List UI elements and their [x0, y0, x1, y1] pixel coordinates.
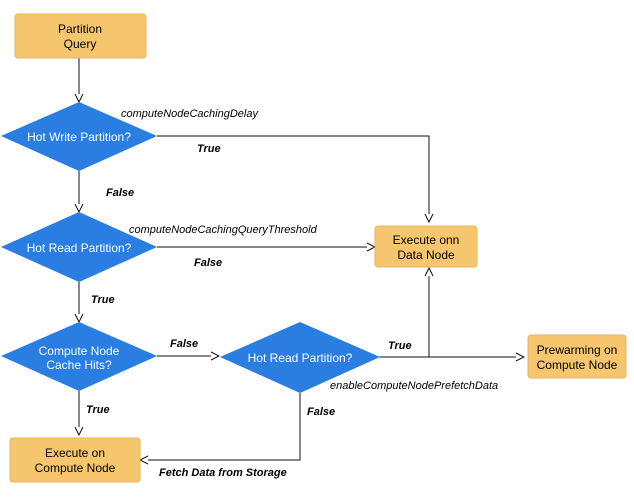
partition-query-box: Partition Query — [14, 13, 147, 59]
hot-read-label-1: Hot Read Partition? — [27, 241, 132, 255]
execute-compute-node-line-2: Compute Node — [35, 461, 116, 475]
enable-compute-node-prefetch-data-label: enableComputeNodePrefetchData — [330, 380, 498, 392]
execute-compute-node-box: Execute on Compute Node — [9, 437, 141, 483]
compute-cache-decision: Compute Node Cache Hits? — [1, 322, 157, 391]
execute-compute-node-line-1: Execute on — [45, 446, 105, 460]
false-hot-read-2-label: False — [307, 406, 335, 418]
false-compute-cache-label: False — [170, 338, 198, 350]
prewarming-line-2: Compute Node — [537, 358, 618, 372]
compute-cache-line-1: Compute Node — [39, 344, 120, 358]
partition-query-line-1: Partition — [58, 22, 102, 36]
compute-cache-line-2: Cache Hits? — [46, 358, 112, 372]
prewarming-box: Prewarming on Compute Node — [527, 334, 627, 379]
compute-node-caching-query-threshold-label: computeNodeCachingQueryThreshold — [129, 224, 318, 236]
hot-write-decision: Hot Write Partition? — [1, 102, 157, 171]
partition-query-line-2: Query — [64, 37, 97, 51]
fetch-data-from-storage-label: Fetch Data from Storage — [159, 467, 287, 479]
compute-node-caching-delay-label: computeNodeCachingDelay — [121, 108, 259, 120]
decision-diamonds: Hot Write Partition? Hot Read Partition?… — [1, 102, 380, 393]
hot-write-label: Hot Write Partition? — [27, 130, 131, 144]
hot-read-decision-1: Hot Read Partition? — [1, 212, 157, 282]
true-hot-read-2-label: True — [388, 340, 412, 352]
true-hot-read-1-label: True — [91, 294, 115, 306]
execute-data-node-line-2: Data Node — [397, 248, 455, 262]
hot-read-decision-2: Hot Read Partition? — [220, 322, 380, 393]
hot-read-label-2: Hot Read Partition? — [248, 351, 353, 365]
execute-data-node-box: Execute onn Data Node — [374, 225, 478, 268]
process-boxes: Partition Query Execute onn Data Node Pr… — [9, 13, 627, 483]
false-hot-write-label: False — [106, 187, 134, 199]
false-hot-read-1-label: False — [194, 257, 222, 269]
true-compute-cache-label: True — [86, 404, 110, 416]
prewarming-line-1: Prewarming on — [537, 343, 618, 357]
edge-labels: computeNodeCachingDelay computeNodeCachi… — [86, 108, 498, 479]
connectors — [79, 58, 523, 460]
connector-hot-write-to-data-node — [157, 135, 429, 221]
true-hot-write-label: True — [197, 143, 221, 155]
connector-hot-read-2-to-execute-compute-node — [141, 393, 301, 460]
execute-data-node-line-1: Execute onn — [393, 233, 460, 247]
